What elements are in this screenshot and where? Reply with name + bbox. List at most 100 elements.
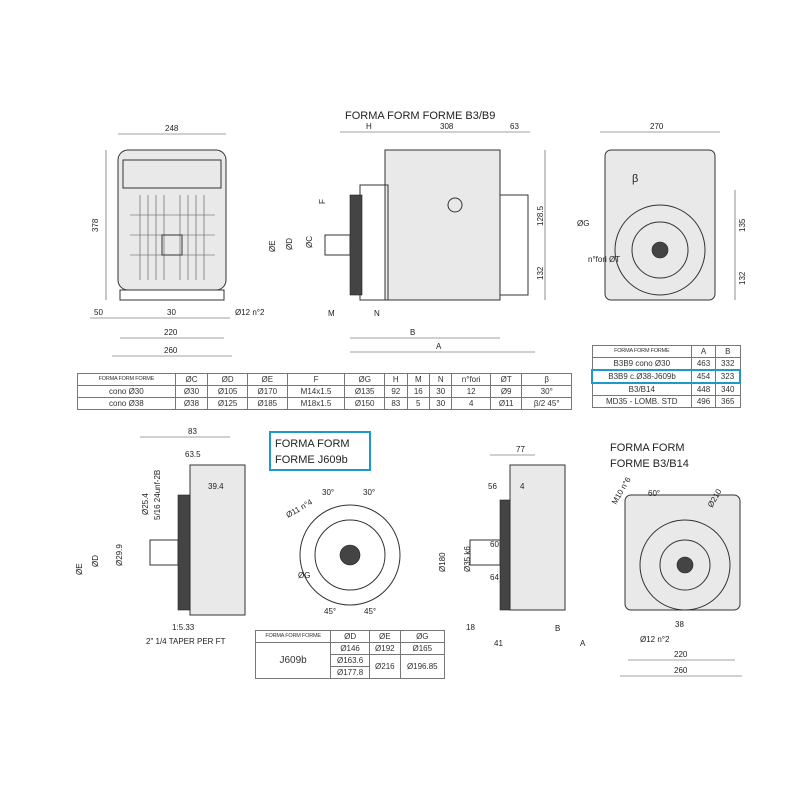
b14-title: FORMA FORM FORME B3/B14 bbox=[610, 440, 689, 472]
dimension-label: 132 bbox=[738, 271, 747, 285]
dimension-label: 220 bbox=[674, 650, 688, 659]
j609-table: FORMA FORM FORME ØD ØE ØG J609b Ø146 Ø19… bbox=[254, 630, 446, 679]
dimension-label: ØG bbox=[298, 571, 310, 580]
dimension-label: 39.4 bbox=[208, 482, 224, 491]
table-row: cono Ø30 Ø30 Ø105 Ø170 M14x1.5 Ø135 92 1… bbox=[77, 385, 572, 398]
cell: M14x1.5 bbox=[286, 385, 346, 398]
table-header: FORMA FORM FORME ØC ØD ØE F ØG H M N n°f… bbox=[77, 373, 572, 386]
cell: Ø216 bbox=[369, 654, 401, 679]
header-cell: F bbox=[286, 373, 346, 386]
cell: Ø11 bbox=[489, 397, 523, 410]
cell: J609b bbox=[254, 642, 332, 679]
b14-front-view: M10 n°6 60° Ø210 38 Ø12 n°2 220 260 bbox=[610, 475, 742, 677]
table-row: Ø163.6 Ø216 Ø196.85 bbox=[256, 654, 446, 679]
dimension-label: F bbox=[318, 199, 327, 204]
cell: Ø192 bbox=[369, 642, 401, 655]
cell: 5 bbox=[406, 397, 431, 410]
cell: 4 bbox=[451, 397, 491, 410]
dimension-label: 128.5 bbox=[536, 205, 545, 226]
cell: Ø170 bbox=[246, 385, 288, 398]
dimension-label: 308 bbox=[440, 122, 454, 131]
header-cell: FORMA FORM FORME bbox=[591, 345, 693, 358]
dimension-label: 132 bbox=[536, 266, 545, 280]
cell: M18x1.5 bbox=[286, 397, 346, 410]
dimension-label: 260 bbox=[674, 666, 688, 675]
cell: Ø150 bbox=[344, 397, 386, 410]
cell: B3/B14 bbox=[591, 382, 693, 396]
header-cell: H bbox=[384, 373, 408, 386]
dimension-label: 5/16 24unf-2B bbox=[153, 470, 162, 520]
header-cell: n°fori bbox=[451, 373, 491, 386]
cell: 332 bbox=[714, 357, 741, 371]
dimension-label: 60° bbox=[648, 489, 660, 498]
b14-side-view: 77 56 4 60 64 Ø180 Ø35 k6 18 41 B A bbox=[438, 445, 586, 648]
header-cell: N bbox=[429, 373, 453, 386]
header-cell: ØE bbox=[246, 373, 288, 386]
cell: 463 bbox=[691, 357, 716, 371]
dimension-label: ØD bbox=[285, 238, 294, 250]
cell: Ø9 bbox=[489, 385, 523, 398]
dimension-label: ØG bbox=[577, 219, 589, 228]
cell: 496 bbox=[691, 395, 716, 408]
dimension-label: 64 bbox=[490, 573, 499, 582]
j609-title-line2: FORME J609b bbox=[275, 454, 348, 466]
cell: β/2 45° bbox=[521, 397, 572, 410]
table-row: Ø177.8 bbox=[256, 666, 445, 679]
header-cell: ØT bbox=[489, 373, 523, 386]
cell: 340 bbox=[714, 382, 741, 396]
dimension-label: 30° bbox=[363, 488, 375, 497]
dimension-label: ØE bbox=[75, 563, 84, 575]
end-view: 270 β ØG n°fori ØT 135 132 bbox=[577, 122, 747, 301]
dimension-label: Ø35 k6 bbox=[463, 546, 472, 572]
ab-table: FORMA FORM FORME A B B3B9 cono Ø30 463 3… bbox=[591, 345, 741, 408]
dimension-label: Ø12 n°2 bbox=[640, 635, 670, 644]
table-row: B3B9 cono Ø30 463 332 bbox=[591, 357, 741, 371]
header-cell: M bbox=[406, 373, 431, 386]
dimension-label: Ø12 n°2 bbox=[235, 308, 265, 317]
header-cell: ØG bbox=[344, 373, 386, 386]
header-cell: B bbox=[714, 345, 741, 358]
dimension-label: 135 bbox=[738, 218, 747, 232]
dimension-label: N bbox=[374, 309, 380, 318]
j609-side-view: 83 63.5 39.4 Ø25.4 5/16 24unf-2B ØE ØD Ø… bbox=[75, 427, 246, 646]
dimension-label: 41 bbox=[494, 639, 503, 648]
cell: Ø38 bbox=[174, 397, 209, 410]
dimension-label: 260 bbox=[164, 346, 178, 355]
cell: Ø105 bbox=[207, 385, 248, 398]
cell: 448 bbox=[691, 382, 716, 396]
header-cell: ØD bbox=[207, 373, 248, 386]
cell: 30 bbox=[429, 397, 453, 410]
cell: Ø125 bbox=[207, 397, 248, 410]
front-view: 248 378 50 30 Ø12 n°2 220 260 bbox=[90, 124, 265, 357]
cell: 30 bbox=[429, 385, 453, 398]
dimension-label: FORMA FORM FORME B3/B9 bbox=[345, 110, 495, 122]
dimension-label: n°fori ØT bbox=[588, 255, 620, 264]
dimension-label: B bbox=[410, 328, 415, 337]
b14-title-line2: FORME B3/B14 bbox=[610, 458, 689, 470]
header-cell: ØE bbox=[369, 630, 401, 643]
cell: 30° bbox=[521, 385, 572, 398]
header-cell: ØG bbox=[399, 630, 446, 643]
dimension-label: 56 bbox=[488, 482, 497, 491]
cell: Ø185 bbox=[246, 397, 288, 410]
header-cell: ØD bbox=[330, 630, 371, 643]
cell: 83 bbox=[384, 397, 408, 410]
dimension-label: 63.5 bbox=[185, 450, 201, 459]
b14-title-line1: FORMA FORM bbox=[610, 442, 685, 454]
cell: 365 bbox=[714, 395, 741, 408]
cell: Ø135 bbox=[344, 385, 386, 398]
dimension-label: 30 bbox=[167, 308, 176, 317]
dimension-label: A bbox=[436, 342, 442, 351]
dimension-table: FORMA FORM FORME ØC ØD ØE F ØG H M N n°f… bbox=[77, 373, 572, 410]
dimension-label: 77 bbox=[516, 445, 525, 454]
cell: 454 bbox=[691, 369, 716, 384]
cell: Ø163.6 bbox=[330, 654, 371, 667]
j609-title-line1: FORMA FORM bbox=[275, 438, 350, 450]
cell: cono Ø30 bbox=[77, 385, 176, 398]
header-cell: FORMA FORM FORME bbox=[77, 373, 176, 386]
dimension-label: 45° bbox=[364, 607, 376, 616]
dimension-label: Ø25.4 bbox=[141, 493, 150, 515]
dimension-label: β bbox=[632, 173, 638, 185]
dimension-label: Ø29.9 bbox=[115, 544, 124, 566]
cell: 92 bbox=[384, 385, 408, 398]
